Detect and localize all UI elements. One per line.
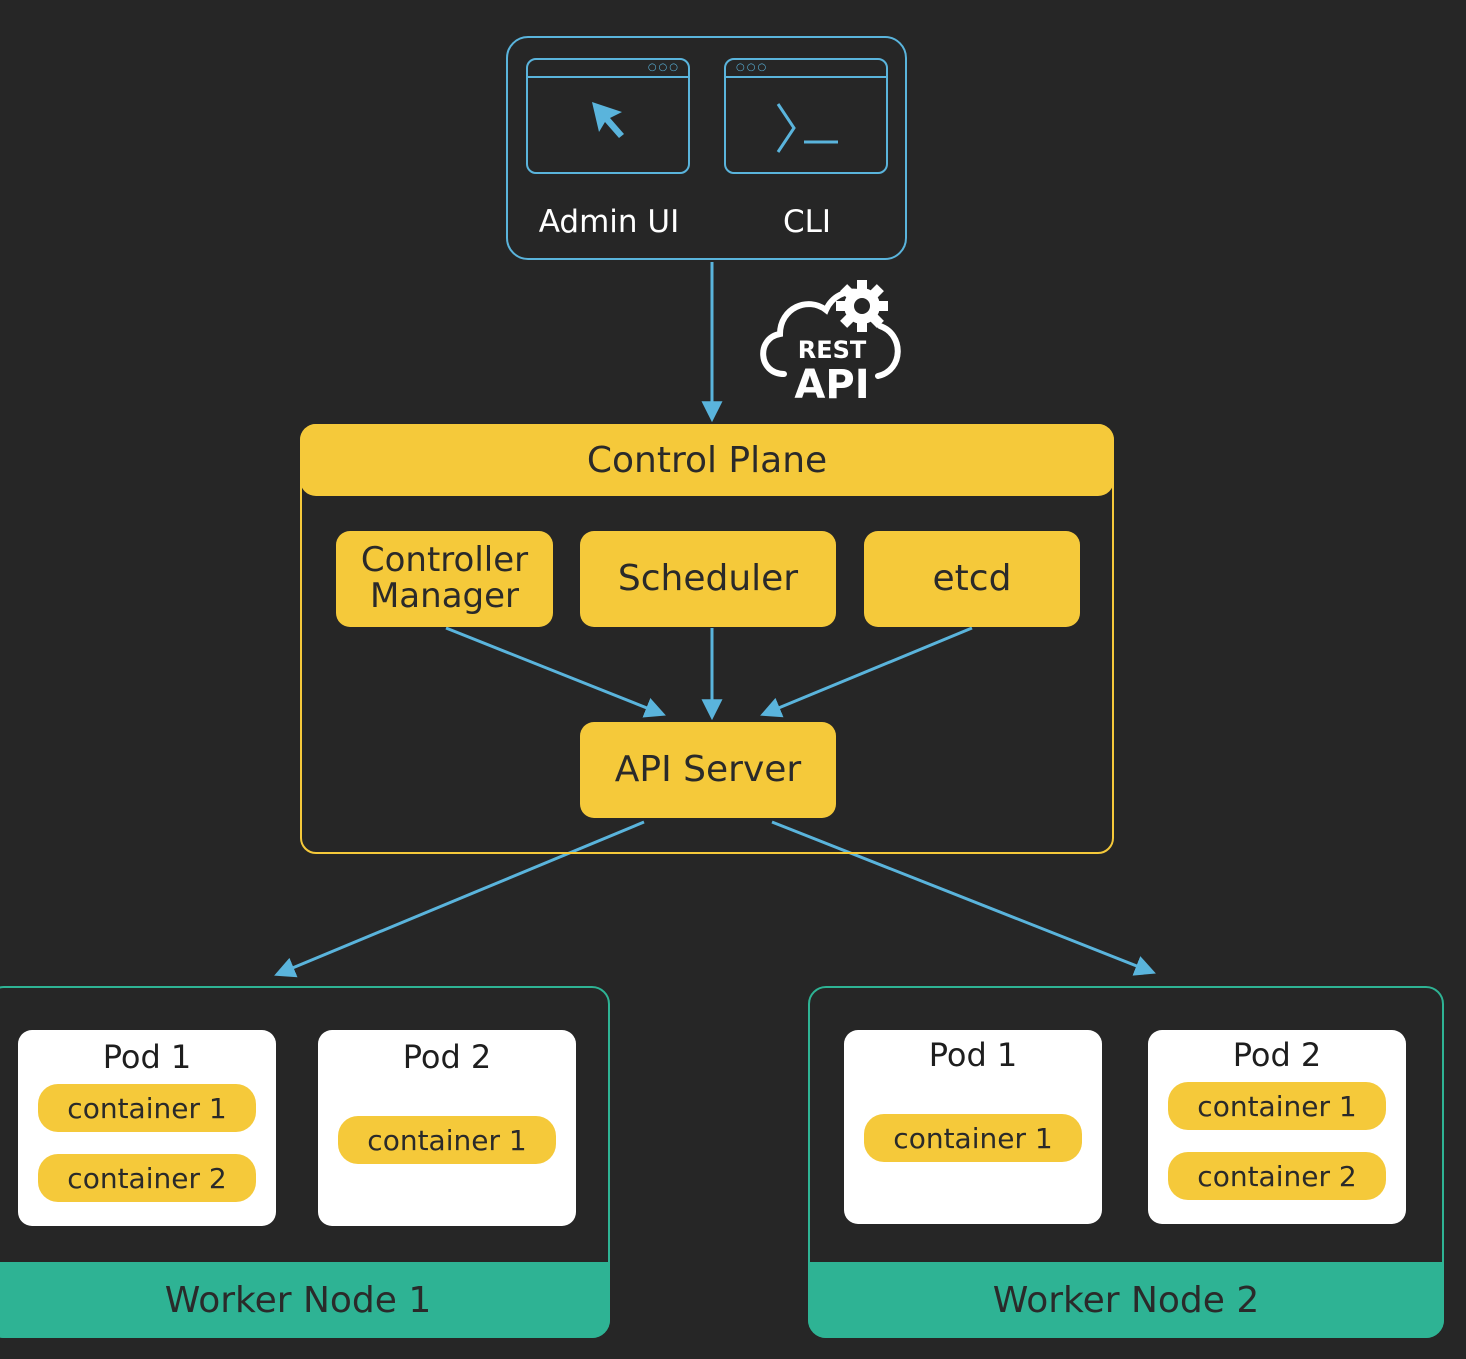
etcd-box: etcd	[864, 531, 1080, 627]
api-server-box: API Server	[580, 722, 836, 818]
worker-2-pod-1: Pod 1 container 1	[844, 1030, 1102, 1224]
api-label: API	[794, 362, 870, 408]
container-pill: container 1	[338, 1116, 556, 1164]
arrow-etcd-to-api	[760, 626, 973, 718]
cursor-arrow-icon	[592, 102, 624, 138]
container-pill: container 1	[38, 1084, 256, 1132]
worker-node-2-label: Worker Node 2	[808, 1262, 1444, 1338]
cloud-gear-icon	[760, 280, 901, 379]
worker-1-pod-2: Pod 2 container 1	[318, 1030, 576, 1226]
pod-title: Pod 1	[928, 1036, 1018, 1074]
arrow-api-to-worker-2	[771, 820, 1156, 976]
admin-ui-label: Admin UI	[538, 204, 680, 240]
window-dots-icon: ○○○	[647, 62, 680, 73]
window-dots-icon: ○○○	[736, 62, 769, 73]
arrow-controller-to-api	[445, 626, 666, 718]
worker-node-1-label: Worker Node 1	[0, 1262, 610, 1338]
rest-label: REST	[797, 336, 867, 364]
container-pill: container 2	[38, 1154, 256, 1202]
rest-api-badge: REST API	[754, 278, 910, 408]
container-pill: container 2	[1168, 1152, 1386, 1200]
container-pill: container 1	[1168, 1082, 1386, 1130]
scheduler-box: Scheduler	[580, 531, 836, 627]
control-plane-title: Control Plane	[300, 424, 1114, 496]
pod-title: Pod 2	[402, 1038, 492, 1076]
pod-title: Pod 1	[102, 1038, 192, 1076]
container-pill: container 1	[864, 1114, 1082, 1162]
worker-1-pod-1: Pod 1 container 1 container 2	[18, 1030, 276, 1226]
controller-manager-box: Controller Manager	[336, 531, 553, 627]
worker-2-pod-2: Pod 2 container 1 container 2	[1148, 1030, 1406, 1224]
arrow-api-to-worker-1	[274, 820, 645, 978]
cli-window: ○○○	[724, 58, 888, 174]
pod-title: Pod 2	[1232, 1036, 1322, 1074]
clients-box: ○○○ ○○○ Admin UI CLI	[506, 36, 907, 260]
cli-label: CLI	[782, 204, 832, 240]
admin-ui-window: ○○○	[526, 58, 690, 174]
terminal-prompt-icon	[776, 103, 838, 153]
